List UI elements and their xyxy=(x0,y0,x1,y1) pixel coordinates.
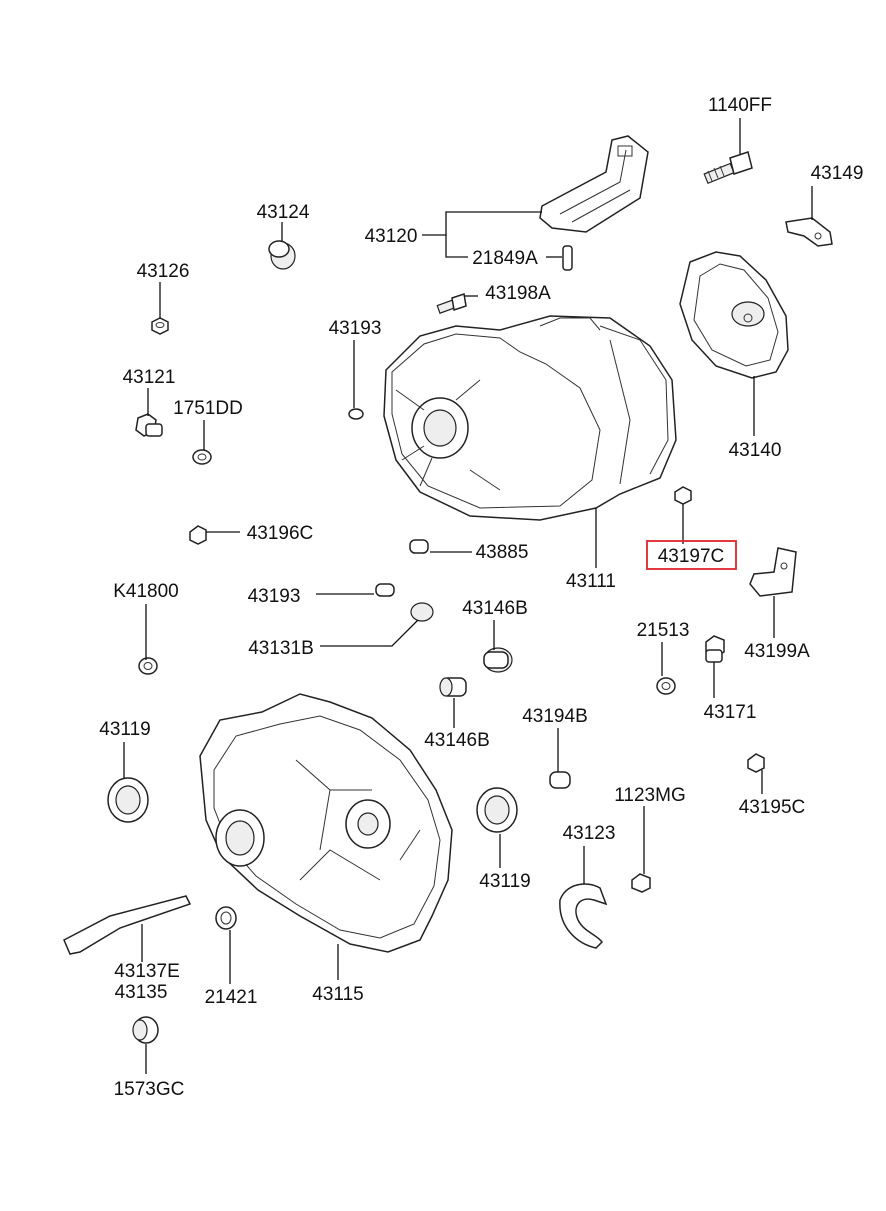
label-43137e[interactable]: 43137E xyxy=(114,961,180,982)
cover-43140-part xyxy=(679,251,789,379)
label-1751dd[interactable]: 1751DD xyxy=(173,398,243,419)
clutch-housing-43115-part xyxy=(199,693,453,953)
label-43124[interactable]: 43124 xyxy=(257,202,310,223)
label-43193-upper[interactable]: 43193 xyxy=(329,318,382,339)
retainer-43123-part xyxy=(559,883,608,949)
label-43197c[interactable]: 43197C xyxy=(658,546,725,567)
bracket-43149-part xyxy=(785,217,833,247)
label-43121[interactable]: 43121 xyxy=(123,367,176,388)
bushing-1573gc-part xyxy=(132,1016,159,1044)
bolt-1140ff-part xyxy=(703,151,753,185)
bolt-43195c-part xyxy=(747,753,765,773)
part-labels: 1140FF 43149 43124 43120 21849A 43126 43… xyxy=(99,95,863,1100)
plug-43121-part xyxy=(135,413,163,437)
plate-43120-part xyxy=(539,135,649,233)
label-43120[interactable]: 43120 xyxy=(365,226,418,247)
seal-43119-left-part xyxy=(107,777,149,823)
label-43885[interactable]: 43885 xyxy=(476,542,529,563)
bolt-43196c-part xyxy=(189,525,207,545)
label-1140ff[interactable]: 1140FF xyxy=(708,95,772,116)
seal-21421-part xyxy=(215,906,237,930)
label-1123mg[interactable]: 1123MG xyxy=(614,785,685,806)
label-43115[interactable]: 43115 xyxy=(312,984,363,1005)
bolt-1123mg-part xyxy=(631,873,651,893)
bolt-43197c-part xyxy=(674,486,692,505)
label-43119-left[interactable]: 43119 xyxy=(99,719,150,740)
label-43198a[interactable]: 43198A xyxy=(485,283,551,304)
gasket-43137e-part xyxy=(63,895,192,955)
label-43111[interactable]: 43111 xyxy=(566,571,616,592)
seal-43119-right-part xyxy=(476,787,518,833)
label-43195c[interactable]: 43195C xyxy=(739,797,806,818)
plug-43131b-part xyxy=(410,602,434,622)
label-1573gc[interactable]: 1573GC xyxy=(114,1079,185,1100)
washer-1751dd-part xyxy=(192,449,212,465)
nut-43126-part xyxy=(151,317,169,335)
label-k41800[interactable]: K41800 xyxy=(113,581,179,602)
seal-k41800-part xyxy=(138,657,158,675)
label-21421[interactable]: 21421 xyxy=(205,987,258,1008)
highlight-box-43197c xyxy=(646,540,737,570)
bearing-43146b-upper-part xyxy=(483,647,513,673)
plug-43171-part xyxy=(705,635,725,663)
washer-21513-part xyxy=(656,677,676,695)
label-43140[interactable]: 43140 xyxy=(729,440,782,461)
bolt-43198a-part xyxy=(436,293,467,314)
bearing-43146b-lower-part xyxy=(439,677,467,697)
dowel-43193-lower-part xyxy=(375,583,395,597)
bushing-43124-part xyxy=(268,240,296,270)
pin-21849a-part xyxy=(562,245,573,271)
label-43123[interactable]: 43123 xyxy=(563,823,616,844)
label-43135[interactable]: 43135 xyxy=(115,982,168,1003)
bracket-43199a-part xyxy=(749,547,797,597)
label-43193-lower[interactable]: 43193 xyxy=(248,586,301,607)
label-43146b-lower[interactable]: 43146B xyxy=(424,730,490,751)
label-43194b[interactable]: 43194B xyxy=(522,706,588,727)
plug-43885-part xyxy=(409,539,429,554)
label-21513[interactable]: 21513 xyxy=(637,620,690,641)
label-43171[interactable]: 43171 xyxy=(704,702,757,723)
leader-lines xyxy=(123,118,813,1074)
label-43119-right[interactable]: 43119 xyxy=(479,871,530,892)
label-43146b-upper[interactable]: 43146B xyxy=(462,598,528,619)
label-21849a[interactable]: 21849A xyxy=(472,248,538,269)
label-43149[interactable]: 43149 xyxy=(811,163,864,184)
label-43131b[interactable]: 43131B xyxy=(248,638,314,659)
dowel-43193-upper-part xyxy=(348,408,364,420)
label-43199a[interactable]: 43199A xyxy=(744,641,810,662)
label-43196c[interactable]: 43196C xyxy=(247,523,314,544)
label-43126[interactable]: 43126 xyxy=(137,261,190,282)
bushing-43194b-part xyxy=(549,771,571,789)
transmission-case-43111-part xyxy=(383,315,677,521)
